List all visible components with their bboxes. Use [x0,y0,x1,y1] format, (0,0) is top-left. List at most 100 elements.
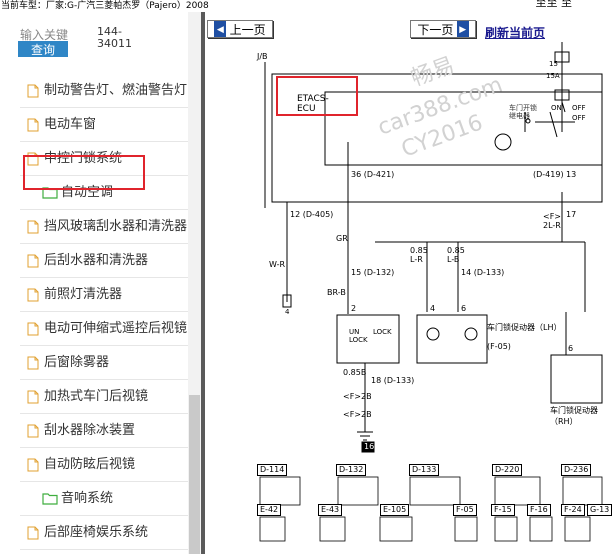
search-input[interactable]: 输入关键 [20,28,69,42]
f2b-label-2: <F>2B [343,410,372,419]
connector-label: F-24 [561,504,585,516]
connector-label: G-13 [587,504,612,516]
connector-label: D-133 [409,464,440,476]
lock-label-2: LOCK [373,328,392,336]
divider [20,141,188,142]
prev-page-label: 上一页 [229,23,266,37]
connector-label: F-16 [527,504,551,516]
next-page-button[interactable]: 下一页 ▶ [410,20,476,38]
actuator-lh-label: 车门锁促动器（LH） [487,323,562,332]
file-list: 制动警告灯、燃油警告灯电动车窗中控门锁系统自动空调挡风玻璃刮水器和清洗器后刮水器… [0,74,188,550]
relay-label-line1: 车门开锁 [509,104,537,112]
top-right-text: 至至 至 [535,0,573,9]
unlock-label: UN LOCK [349,328,368,344]
divider [20,413,188,414]
un-label: UN [349,328,360,336]
file-item[interactable]: 刮水器除冰装置 [0,414,188,448]
search-code: 144- 34011 [97,26,132,50]
connector-label: F-15 [491,504,515,516]
f-2lr-label: <F> 2L-R [543,212,561,230]
2lr-label: 2L-R [543,221,561,230]
conn-d421-label: 36 (D-421) [351,170,395,179]
f2b-label-1: <F>2B [343,392,372,401]
connector-label: E-42 [257,504,282,516]
divider [20,515,188,516]
divider [20,345,188,346]
diagram-viewer: ◀ 上一页 下一页 ▶ 刷新当前页 J/B ETACS- ECU 36 (D-4… [205,12,612,554]
file-item[interactable]: 制动警告灯、燃油警告灯 [0,74,188,108]
search-code-line1: 144- [97,25,122,38]
file-item[interactable]: 挡风玻璃刮水器和清洗器 [0,210,188,244]
file-item[interactable]: 电动车窗 [0,108,188,142]
file-item[interactable]: 电动可伸缩式遥控后视镜 [0,312,188,346]
jb-label: J/B [257,52,268,61]
selection-highlight-box [23,155,145,190]
file-item-label: 后部座椅娱乐系统 [44,525,149,540]
file-item-label: 挡风玻璃刮水器和清洗器 [44,219,188,234]
file-item-label: 电动车窗 [44,117,97,132]
document-icon [27,458,39,472]
conn-d419-label: (D-419) [533,170,564,179]
divider [20,175,188,176]
etacs-highlight-box [276,76,358,116]
divider [20,243,188,244]
off-label-2: OFF [572,114,586,122]
document-icon [27,390,39,404]
brb-wire-label: BR-B [327,288,346,297]
next-page-label: 下一页 [417,23,454,37]
etacs-label-line1: ETACS- [297,94,329,104]
folder-icon [42,493,58,505]
file-item[interactable]: 后部座椅娱乐系统 [0,516,188,550]
document-icon [27,118,39,132]
pin-13-label: 13 [566,170,577,179]
conn-d405-label: 12 (D-405) [290,210,334,219]
file-item-label: 电动可伸缩式遥控后视镜 [44,321,188,336]
search-button[interactable]: 查询 [18,41,68,57]
file-item[interactable]: 自动防眩后视镜 [0,448,188,482]
file-item[interactable]: 后窗除雾器 [0,346,188,380]
folder-item[interactable]: 音响系统 [0,482,188,516]
f-label: <F> [543,212,562,221]
connector-label: D-132 [336,464,367,476]
connector-label: E-43 [318,504,343,516]
conn-d133-label: 14 (D-133) [461,268,505,277]
file-item[interactable]: 加热式车门后视镜 [0,380,188,414]
pin-6-rh-label: 6 [568,344,574,353]
on-label: ON [551,104,562,112]
search-area: 输入关键 查询 144- 34011 [0,12,190,68]
file-item-label: 前照灯清洗器 [44,287,123,302]
pin-2-label: 2 [351,304,357,313]
connector-label: D-220 [492,464,523,476]
actuator-rh-label: 车门锁促动器（RH） [550,406,598,426]
connector-label: F-05 [453,504,477,516]
file-item-label: 加热式车门后视镜 [44,389,149,404]
panel-divider[interactable] [201,12,205,554]
document-icon [27,84,39,98]
file-item-label: 后窗除雾器 [44,355,110,370]
left-scrollbar[interactable] [188,12,201,554]
relay-label: 车门开锁 继电器 [509,104,537,120]
ground-16-label: 16 [364,442,375,451]
file-item[interactable]: 后刮水器和清洗器 [0,244,188,278]
right-arrow-icon: ▶ [456,21,469,37]
divider [20,379,188,380]
off-label-1: OFF [572,104,586,112]
lock-label-1: LOCK [349,336,368,344]
file-item-label: 刮水器除冰装置 [44,423,136,438]
file-item-label: 制动警告灯、燃油警告灯 [44,83,188,98]
wr-wire-label: W-R [269,260,286,269]
document-icon [27,424,39,438]
divider [20,107,188,108]
wiring-diagram [259,42,603,542]
divider [20,447,188,448]
refresh-page-link[interactable]: 刷新当前页 [485,26,546,40]
scrollbar-thumb[interactable] [189,395,200,554]
connector-label: E-105 [380,504,410,516]
relay-label-line2: 继电器 [509,112,530,120]
document-icon [27,254,39,268]
file-item[interactable]: 前照灯清洗器 [0,278,188,312]
prev-page-button[interactable]: ◀ 上一页 [207,20,273,38]
document-icon [27,322,39,336]
left-panel: 输入关键 查询 144- 34011 制动警告灯、燃油警告灯电动车窗中控门锁系统… [0,12,201,554]
conn-f05-label: (F-05) [487,342,511,351]
